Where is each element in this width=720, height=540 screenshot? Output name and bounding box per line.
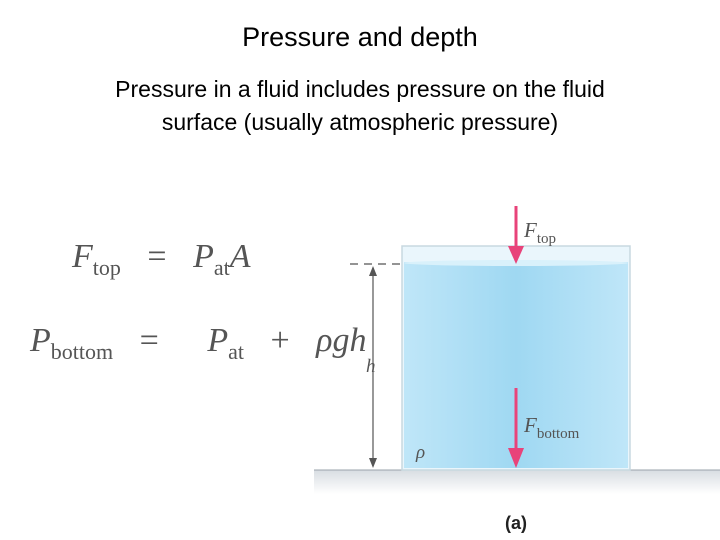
panel-label: (a) — [505, 513, 527, 533]
eq1-lhs-subscript: top — [92, 255, 121, 280]
ground-surface — [314, 470, 720, 494]
eq1-rhs-symbol: P — [193, 238, 214, 275]
slide-title: Pressure and depth — [242, 22, 478, 52]
eq2-term2: ρgh — [316, 322, 367, 359]
force-top-label: Ftop — [523, 218, 556, 247]
slide-subtitle: Pressure in a fluid includes pressure on… — [40, 73, 680, 139]
eq2-plus: + — [270, 322, 290, 359]
equation-force-top: Ftop = PatA — [72, 238, 251, 281]
eq2-term1-symbol: P — [207, 322, 229, 359]
force-top-arrowhead — [508, 246, 524, 264]
height-label: h — [366, 356, 376, 377]
force-bottom-label: Fbottom — [523, 413, 580, 442]
eq1-area-symbol: A — [229, 238, 251, 275]
eq1-rhs-subscript: at — [213, 255, 230, 280]
force-bottom-subscript: bottom — [537, 426, 580, 442]
force-top-subscript: top — [537, 231, 556, 247]
height-arrow-bottom — [369, 458, 377, 468]
eq2-lhs-symbol: P — [30, 322, 51, 359]
force-bottom-arrowhead — [508, 448, 524, 468]
equation-pressure-bottom: Pbottom = Pat + ρgh — [30, 322, 367, 365]
subtitle-line-2: surface (usually atmospheric pressure) — [161, 109, 559, 135]
density-label: ρ — [415, 442, 425, 463]
height-arrow-top — [369, 266, 377, 276]
subtitle-line-1: Pressure in a fluid includes pressure on… — [115, 76, 605, 102]
eq2-term1-subscript: at — [228, 339, 244, 364]
eq2-equals: = — [139, 322, 159, 359]
eq1-equals: = — [147, 238, 167, 275]
eq2-lhs-subscript: bottom — [50, 339, 114, 364]
eq1-lhs-symbol: F — [72, 238, 93, 275]
